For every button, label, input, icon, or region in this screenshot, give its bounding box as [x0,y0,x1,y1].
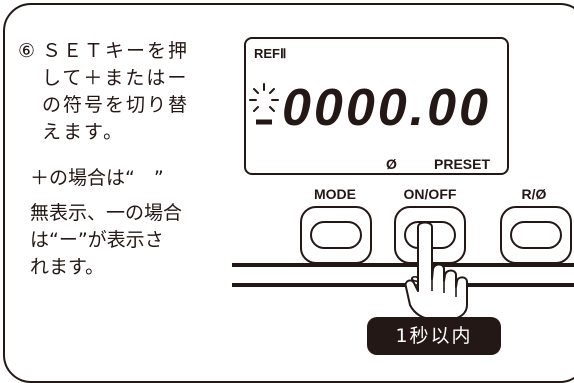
r-button[interactable] [500,206,572,264]
instruction-line-2: して＋またはー [42,67,189,89]
body-edge-line-top [232,263,574,267]
note-line-4: れます。 [30,256,105,278]
blinking-sign-icon [249,83,279,125]
zero-indicator: Ø [386,156,397,172]
instruction-line-3: の符号を切り替 [42,94,190,116]
onoff-button-label: ON/OFF [403,186,457,202]
instruction-line-4: えます。 [42,121,125,143]
r-button-label: R/Ø [521,186,547,202]
preset-label: PRESET [434,156,491,172]
pressing-finger-icon [404,221,468,320]
note-line-2: 無表示、一の場合 [30,202,183,224]
r-button-key [510,221,562,249]
mode-button-label: MODE [314,186,356,202]
mode-button[interactable] [300,206,372,264]
note-line-3: は“ー”が表示さ [30,229,164,251]
ref-label: REFⅡ [254,46,287,61]
step-marker: ⑥ [18,40,36,62]
note-line-1: ＋の場合は“ ” [30,167,164,189]
body-edge-line-bottom [232,283,574,287]
lcd-display [244,37,509,175]
readout-value: 0000.00 [282,79,491,137]
instruction-line-1: ＳＥＴキーを押 [42,40,190,62]
timing-badge: 1秒以内 [367,317,501,355]
mode-button-key [310,221,362,249]
